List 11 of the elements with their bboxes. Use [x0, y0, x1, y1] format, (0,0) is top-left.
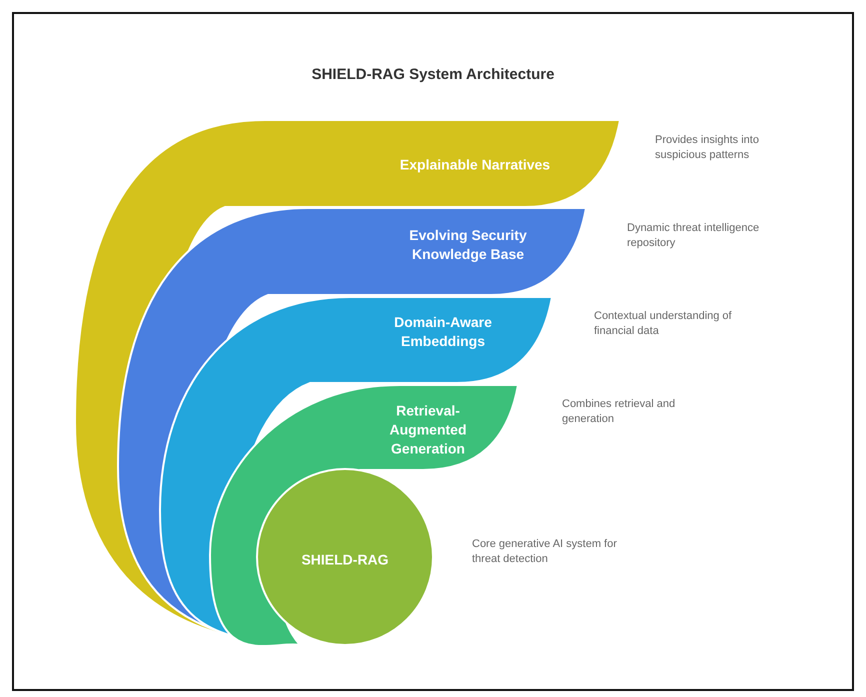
layer-label: Explainable Narratives — [398, 156, 552, 174]
layer-description: Combines retrieval and generation — [562, 397, 676, 427]
layer-description: Core generative AI system for threat detection — [472, 537, 618, 567]
diagram-title: SHIELD-RAG System Architecture — [310, 66, 556, 83]
layer-label: Domain-Aware Embeddings — [393, 313, 493, 351]
layer-label: Evolving Security Knowledge Base — [408, 226, 528, 264]
layer-description: Contextual understanding of financial data — [594, 309, 733, 339]
layer-description: Dynamic threat intelligence repository — [627, 221, 760, 251]
layer-label: Retrieval-Augmented Generation — [388, 402, 468, 458]
layer-description: Provides insights into suspicious patterns — [655, 133, 760, 163]
layer-label: SHIELD-RAG — [300, 550, 390, 570]
